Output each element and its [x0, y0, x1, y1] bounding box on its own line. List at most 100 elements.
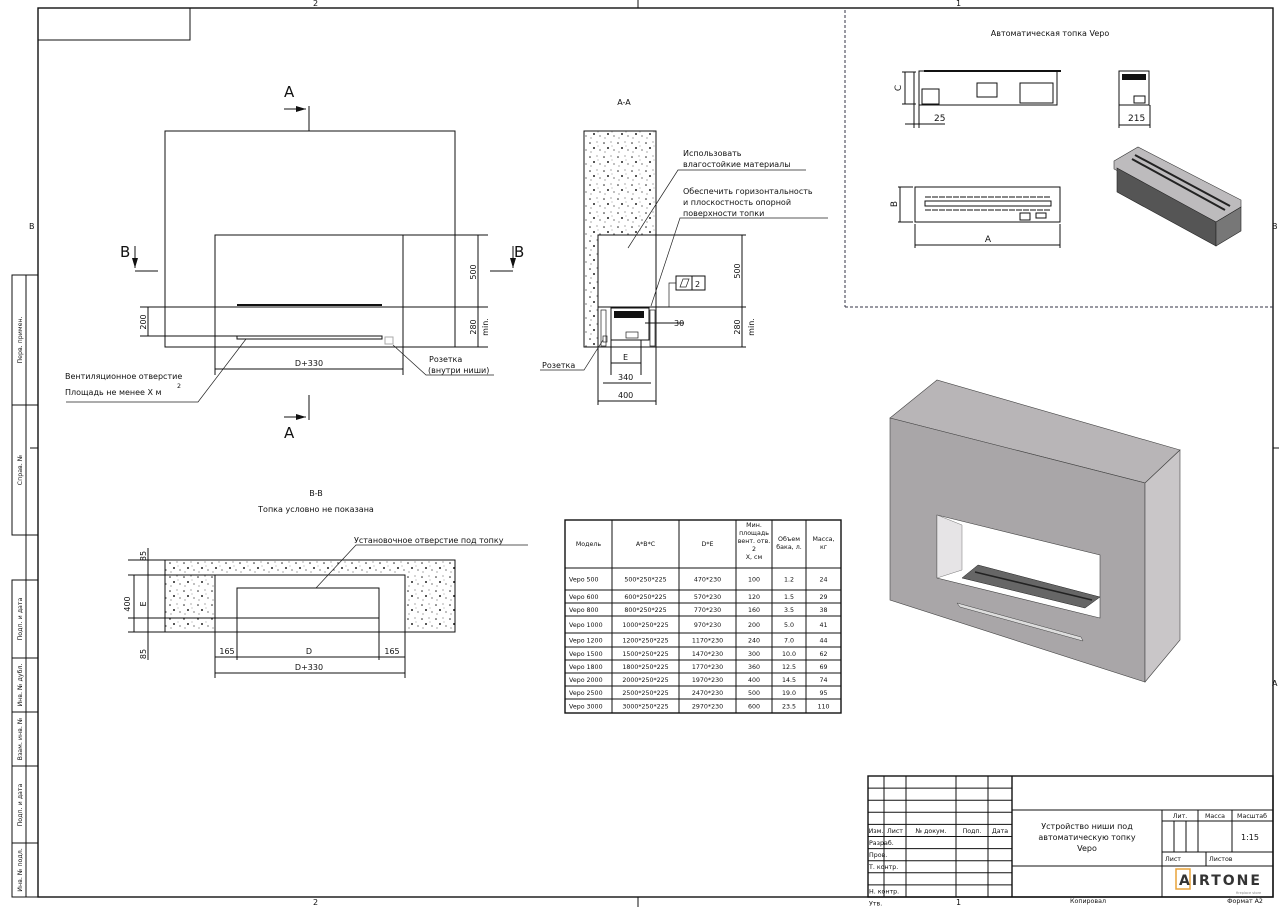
table-cell: 120	[748, 594, 760, 601]
table-cell: 1.2	[784, 577, 794, 584]
dim-c: C	[894, 85, 904, 91]
table-cell: 1800*250*225	[622, 664, 668, 671]
title-block-role: Разраб.	[869, 839, 894, 847]
stamp-label: Взам. инв. №	[17, 718, 24, 761]
sheets-label: Листов	[1209, 856, 1233, 863]
zone-label: 2	[313, 898, 318, 907]
table-cell: Vepo 1000	[569, 622, 603, 629]
vent-note-sup: 2	[177, 383, 181, 390]
drawing-title: автоматическую топку	[1038, 833, 1135, 842]
table-cell: 24	[819, 577, 827, 584]
table-cell: Vepo 600	[569, 594, 599, 601]
min-label: min.	[481, 318, 490, 336]
table-cell: Vepo 3000	[569, 704, 603, 711]
table-cell: 1470*230	[692, 651, 723, 658]
table-cell: 2970*230	[692, 704, 723, 711]
table-cell: Vepo 500	[569, 577, 599, 584]
sheet-label: Лист	[1165, 856, 1181, 863]
table-cell: 1200*250*225	[622, 638, 668, 645]
title-block-role: Т. контр.	[868, 864, 898, 871]
burner-title: Автоматическая топка Vepo	[991, 29, 1110, 38]
dim-340: 340	[618, 373, 633, 382]
section-bb	[128, 544, 528, 678]
table-cell: 600*250*225	[624, 594, 666, 601]
dim-200: 200	[139, 314, 148, 329]
table-cell: 600	[748, 704, 760, 711]
left-stamp	[11, 274, 39, 898]
dim-400: 400	[618, 391, 633, 400]
dim-e: E	[139, 601, 148, 606]
table-cell: 970*230	[694, 622, 721, 629]
table-cell: 1970*230	[692, 677, 723, 684]
airtone-logo: AIRTONE	[1179, 873, 1262, 889]
dim-d: D	[306, 647, 312, 656]
burner-views	[844, 10, 1273, 308]
table-cell: 62	[819, 651, 827, 658]
copied-label: Копировал	[1070, 898, 1106, 905]
dim-30: 30	[674, 319, 684, 328]
dim-e: E	[623, 353, 628, 362]
title-block-header: № докум.	[914, 828, 946, 835]
table-cell: 470*230	[694, 577, 721, 584]
dim-165: 165	[219, 647, 234, 656]
dim-width: D+330	[295, 359, 323, 368]
dim-215: 215	[1128, 114, 1145, 124]
table-cell: 500*250*225	[624, 577, 666, 584]
dim-280: 280	[733, 319, 742, 334]
table-cell: Vepo 800	[569, 607, 599, 614]
dim-total: D+330	[295, 663, 323, 672]
table-cell: 3.5	[784, 607, 794, 614]
front-view	[66, 106, 516, 420]
title-block-role: Пров.	[869, 852, 887, 859]
table-cell: 800*250*225	[624, 607, 666, 614]
section-subtitle: Топка условно не показана	[257, 505, 374, 514]
table-cell: 770*230	[694, 607, 721, 614]
dim-165: 165	[384, 647, 399, 656]
zone-label: A	[1272, 679, 1278, 688]
socket-label: Розетка	[542, 361, 575, 370]
zone-label: 1	[956, 898, 961, 907]
min-label: min.	[747, 318, 756, 336]
drawing-title: Vepo	[1077, 844, 1097, 853]
mass-label: Масса	[1205, 813, 1225, 820]
vent-note: Площадь не менее X м	[65, 388, 162, 397]
table-cell: Vepo 2500	[569, 690, 603, 697]
table-cell: 29	[819, 594, 827, 601]
title-block-header: Лист	[887, 828, 903, 835]
zone-label: 1	[956, 0, 961, 8]
stamp-label: Инв. № подл.	[17, 848, 24, 891]
table-cell: 23.5	[782, 704, 796, 711]
section-mark-a: A	[284, 424, 295, 442]
section-title: A-A	[617, 98, 631, 107]
title-block-role: Н. контр.	[869, 888, 899, 895]
section-title: B-B	[309, 489, 323, 498]
table-cell: 19.0	[782, 690, 796, 697]
dim-85: 85	[139, 551, 148, 561]
table-header: D*E	[702, 541, 714, 548]
stamp-label: Подп. и дата	[17, 783, 24, 826]
title-block-header: Дата	[992, 828, 1008, 835]
note: и плоскостность опорной	[683, 198, 791, 207]
zone-label: 2	[313, 0, 318, 8]
zone-label: B	[1272, 222, 1278, 231]
vent-note: Вентиляционное отверстие	[65, 372, 182, 381]
section-aa	[540, 130, 828, 405]
table-cell: 38	[819, 607, 827, 614]
table-cell: 74	[819, 677, 827, 684]
table-cell: 400	[748, 677, 760, 684]
table-cell: 1770*230	[692, 664, 723, 671]
table-cell: 110	[817, 704, 829, 711]
flatness-value: 2	[695, 280, 700, 289]
table-cell: 10.0	[782, 651, 796, 658]
section-mark-a: A	[284, 83, 295, 101]
table-cell: 2470*230	[692, 690, 723, 697]
section-mark-b: B	[120, 243, 130, 261]
dim-b: B	[890, 201, 900, 207]
table-cell: Vepo 1500	[569, 651, 603, 658]
stamp-label: Перв. примен.	[17, 316, 24, 363]
socket-note: (внутри ниши)	[428, 366, 489, 375]
table-cell: Vepo 1800	[569, 664, 603, 671]
table-cell: 1.5	[784, 594, 794, 601]
niche-3d-view	[889, 379, 1181, 683]
